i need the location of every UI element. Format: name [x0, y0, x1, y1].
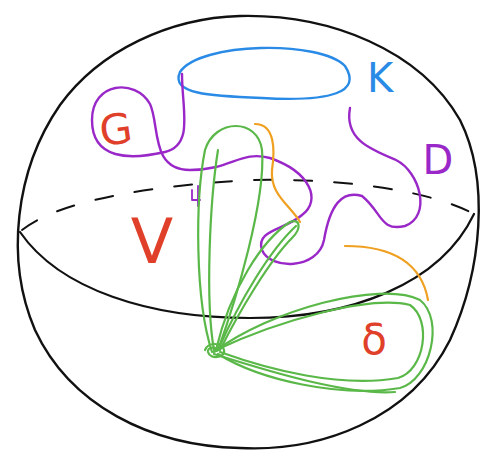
sphere-outline	[18, 16, 479, 448]
region-letter: V	[131, 211, 173, 273]
region-letter: D	[423, 140, 454, 180]
blue-loop	[178, 48, 349, 99]
equator-back	[22, 180, 474, 230]
green-loops	[198, 126, 432, 392]
region-letter: G	[97, 107, 135, 153]
region-letter: K	[367, 58, 393, 98]
region-letter: δ	[361, 319, 387, 361]
orange-curve	[345, 246, 428, 300]
